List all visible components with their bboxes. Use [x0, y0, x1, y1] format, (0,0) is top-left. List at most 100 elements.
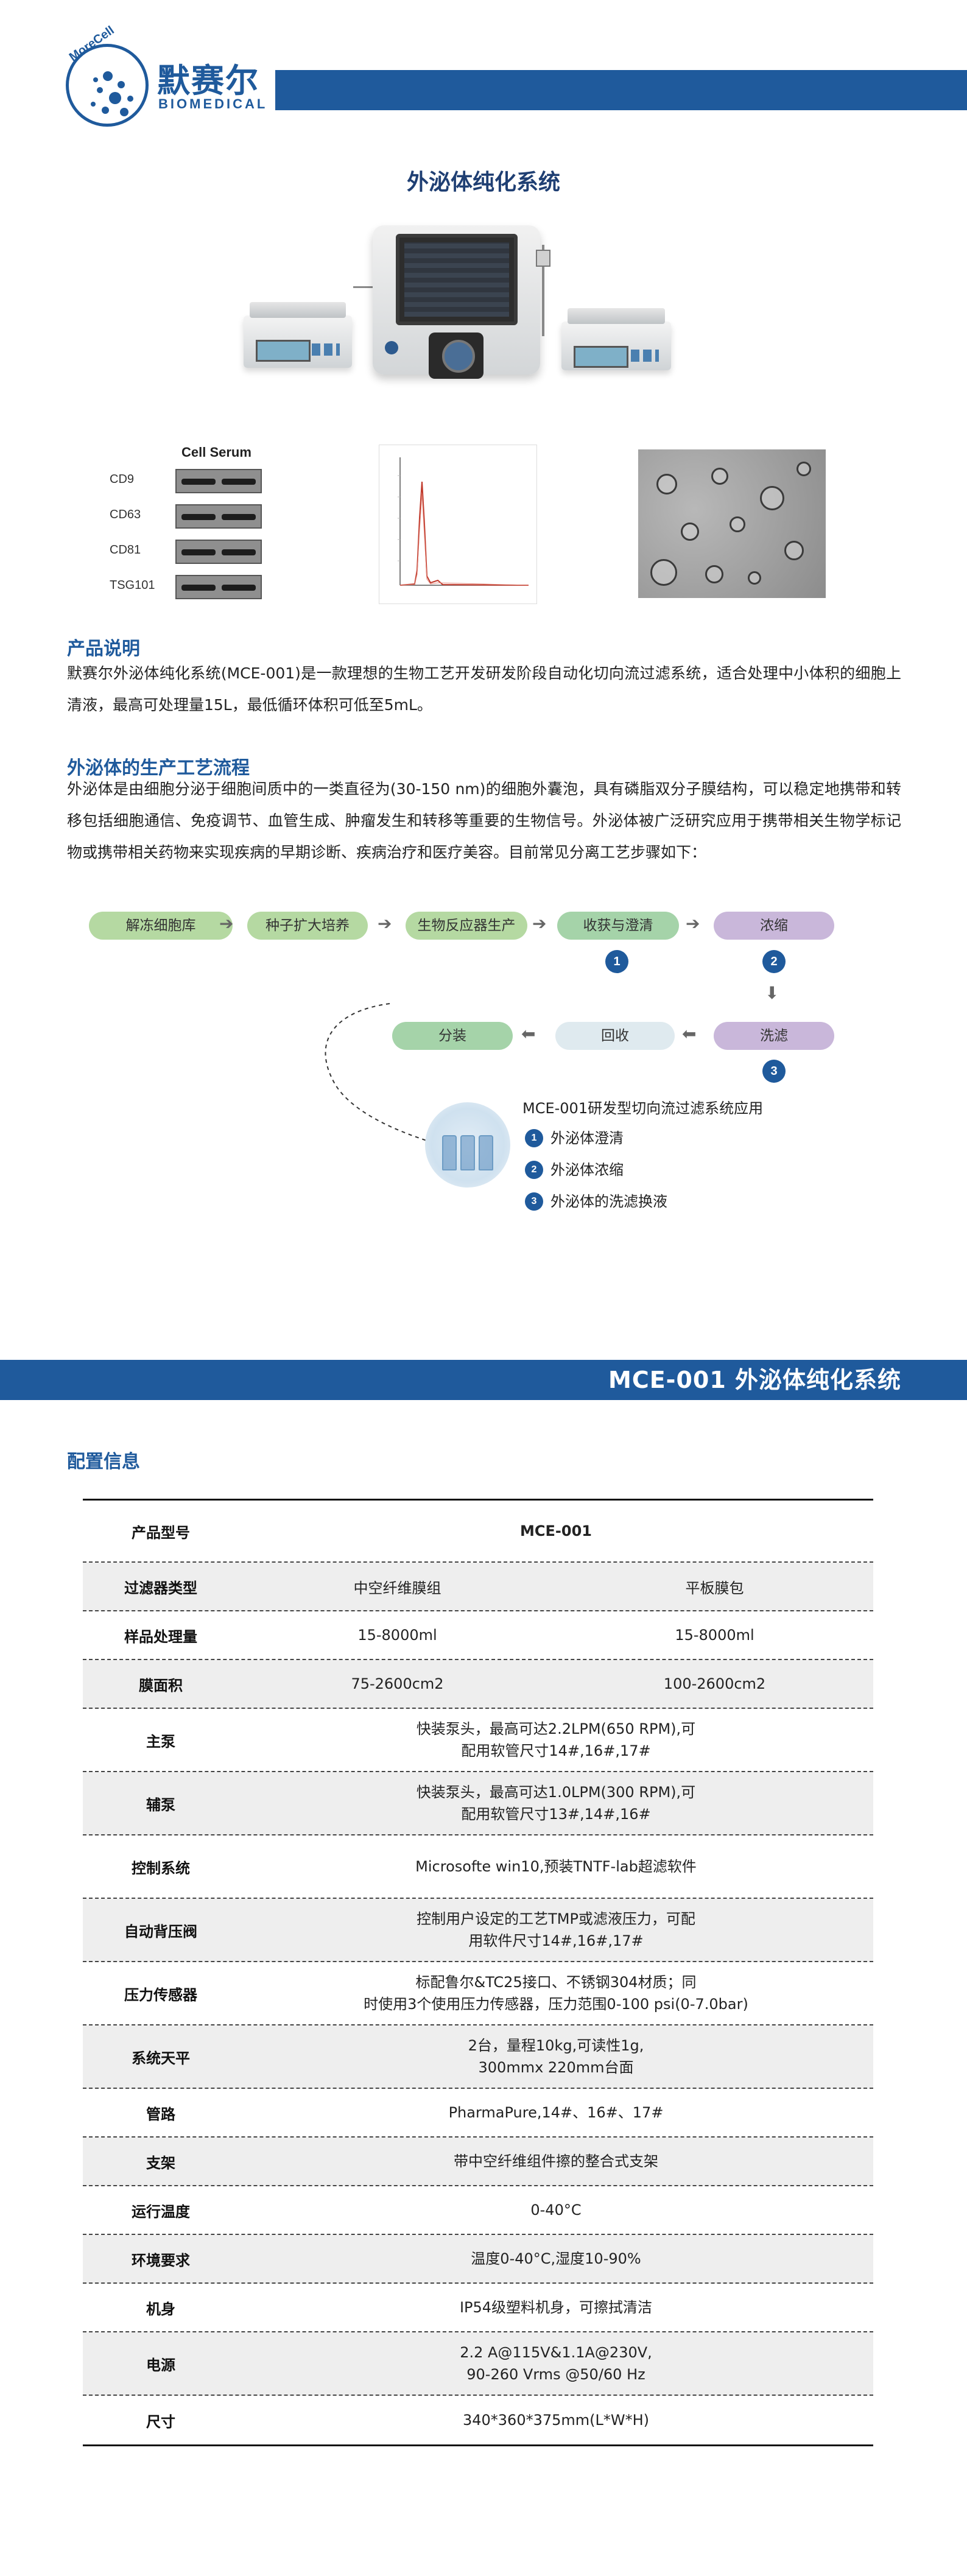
spec-value: 0-40°C [530, 2201, 582, 2219]
step-number-badge: 1 [605, 950, 628, 973]
spec-value-line: 2台，量程10kg,可读性1g, [468, 2037, 644, 2054]
flow-step-thaw: 解冻细胞库 [89, 912, 233, 940]
spec-value-line: 用软件尺寸14#,16#,17# [468, 1932, 644, 1949]
flow-step-diafilter: 洗滤 [714, 1022, 834, 1050]
spec-value-line: 时使用3个使用压力传感器，压力范围0-100 psi(0-7.0bar) [364, 1996, 748, 2013]
balance-left [244, 302, 352, 368]
touch-screen [396, 234, 518, 325]
flow-step-harvest: 收获与澄清 [557, 912, 679, 940]
power-knob [385, 341, 398, 354]
wb-row: CD81 [110, 537, 286, 566]
spec-value-line: 配用软管尺寸13#,14#,16# [461, 1806, 651, 1823]
table-row: 环境要求 温度0-40°C,湿度10-90% [83, 2235, 873, 2284]
spec-key: 支架 [146, 2154, 175, 2172]
wb-marker-label: TSG101 [110, 579, 155, 592]
flow-step-aliquot: 分装 [392, 1022, 513, 1050]
table-row: 压力传感器 标配鲁尔&TC25接口、不锈钢304材质；同时使用3个使用压力传感器… [83, 1962, 873, 2025]
peristaltic-pump [429, 333, 484, 379]
legend-text: 外泌体的洗滤换液 [550, 1193, 667, 1210]
product-band: MCE-001 外泌体纯化系统 [0, 1360, 967, 1400]
lab-bottles-icon [425, 1102, 510, 1188]
spec-value: 带中空纤维组件擦的整合式支架 [454, 2153, 658, 2170]
arrow-right-icon: ➔ [686, 913, 700, 934]
spec-key: 管路 [146, 2105, 175, 2123]
flow-step-recover: 回收 [555, 1022, 675, 1050]
spec-key: 压力传感器 [124, 1986, 197, 2004]
wb-row: CD9 [110, 466, 286, 496]
legend-text: 外泌体澄清 [550, 1130, 624, 1147]
spec-value-line: 控制用户设定的工艺TMP或滤液压力，可配 [417, 1910, 695, 1927]
wb-row: TSG101 [110, 572, 286, 602]
spec-value: IP54级塑料机身，可擦拭清洁 [459, 2299, 653, 2316]
table-row: 过滤器类型 中空纤维膜组 平板膜包 [83, 1563, 873, 1611]
spec-key: 辅泵 [146, 1796, 175, 1814]
arrow-right-icon: ➔ [532, 913, 547, 934]
config-heading: 配置信息 [67, 1451, 140, 1473]
wb-marker-label: CD81 [110, 543, 141, 557]
spec-value-line: 快装泵头，最高可达2.2LPM(650 RPM),可 [416, 1720, 696, 1737]
table-row: 管路 PharmaPure,14#、16#、17# [83, 2089, 873, 2138]
spec-value: 平板膜包 [685, 1579, 744, 1597]
table-row: 机身 IP54级塑料机身，可擦拭清洁 [83, 2284, 873, 2332]
spec-key: 过滤器类型 [124, 1579, 197, 1597]
intro-text: 默赛尔外泌体纯化系统(MCE-001)是一款理想的生物工艺开发研发阶段自动化切向… [67, 664, 901, 714]
morecell-badge-icon: MoreCell [66, 24, 149, 127]
spec-key: 产品型号 [132, 1524, 190, 1541]
table-row: 运行温度 0-40°C [83, 2186, 873, 2235]
table-row: 产品型号 MCE-001 [83, 1501, 873, 1563]
spec-table: 产品型号 MCE-001 过滤器类型 中空纤维膜组 平板膜包 样品处理量 15-8… [83, 1499, 873, 2446]
spec-value: Microsofte win10,预装TNTF-lab超滤软件 [415, 1858, 697, 1875]
brand-name-en: BIOMEDICAL [158, 96, 268, 111]
spec-key: 系统天平 [132, 2049, 190, 2067]
legend-number: 1 [525, 1129, 543, 1147]
product-band-title: MCE-001 外泌体纯化系统 [608, 1367, 901, 1393]
spec-key: 机身 [146, 2300, 175, 2318]
flow-step-concentrate: 浓缩 [714, 912, 834, 940]
spec-key: 自动背压阀 [124, 1923, 197, 1940]
spec-key: 控制系统 [132, 1859, 190, 1877]
arrow-left-icon: ⬅ [521, 1024, 536, 1044]
spec-value-line: 配用软管尺寸14#,16#,17# [461, 1742, 651, 1759]
spec-value-line: 标配鲁尔&TC25接口、不锈钢304材质；同 [415, 1974, 697, 1991]
arrow-left-icon: ⬅ [682, 1024, 697, 1044]
wb-marker-label: CD9 [110, 473, 135, 486]
spec-key: 主泵 [146, 1733, 175, 1750]
purification-device [373, 225, 540, 379]
table-row: 主泵 快装泵头，最高可达2.2LPM(650 RPM),可配用软管尺寸14#,1… [83, 1709, 873, 1772]
flow-step-seed: 种子扩大培养 [247, 912, 368, 940]
spec-value: 中空纤维膜组 [353, 1579, 441, 1597]
spec-value-line: 快装泵头，最高可达1.0LPM(300 RPM),可 [416, 1784, 696, 1801]
badge-lettering: MoreCell [66, 23, 117, 65]
spec-value: 15-8000ml [675, 1627, 754, 1644]
wb-row: CD63 [110, 502, 286, 531]
table-row: 电源 2.2 A@115V&1.1A@230V,90-260 Vrms @50/… [83, 2332, 873, 2396]
spec-key: 尺寸 [146, 2413, 175, 2430]
process-heading: 外泌体的生产工艺流程 [67, 758, 250, 779]
spec-key: 电源 [146, 2356, 175, 2374]
arrow-right-icon: ➔ [219, 913, 234, 934]
brand-logo: MoreCell 默赛尔 BIOMEDICAL [66, 24, 265, 133]
table-row: 控制系统 Microsofte win10,预装TNTF-lab超滤软件 [83, 1835, 873, 1899]
wb-header: Cell Serum [181, 445, 251, 460]
brand-name-cn: 默赛尔 [157, 62, 259, 100]
header-bar [275, 70, 967, 110]
arrow-right-icon: ➔ [378, 913, 392, 934]
spec-value: 340*360*375mm(L*W*H) [462, 2412, 650, 2429]
flow-step-bioreactor: 生物反应器生产 [406, 912, 527, 940]
process-text: 外泌体是由细胞分泌于细胞间质中的一类直径为(30-150 nm)的细胞外囊泡，具… [67, 780, 901, 861]
table-row: 系统天平 2台，量程10kg,可读性1g,300mmx 220mm台面 [83, 2025, 873, 2089]
wb-band [175, 469, 262, 493]
table-row: 尺寸 340*360*375mm(L*W*H) [83, 2396, 873, 2444]
arrow-down-icon: ⬇ [765, 983, 779, 1003]
step-number-badge: 2 [762, 950, 786, 973]
wb-band [175, 504, 262, 529]
spec-value: MCE-001 [520, 1522, 592, 1540]
tem-micrograph [638, 449, 826, 598]
table-row: 辅泵 快装泵头，最高可达1.0LPM(300 RPM),可配用软管尺寸13#,1… [83, 1772, 873, 1835]
table-row: 自动背压阀 控制用户设定的工艺TMP或滤液压力，可配用软件尺寸14#,16#,1… [83, 1899, 873, 1962]
legend-text: 外泌体浓缩 [550, 1161, 624, 1178]
legend-number: 3 [525, 1192, 543, 1211]
size-distribution-plot [379, 445, 537, 604]
